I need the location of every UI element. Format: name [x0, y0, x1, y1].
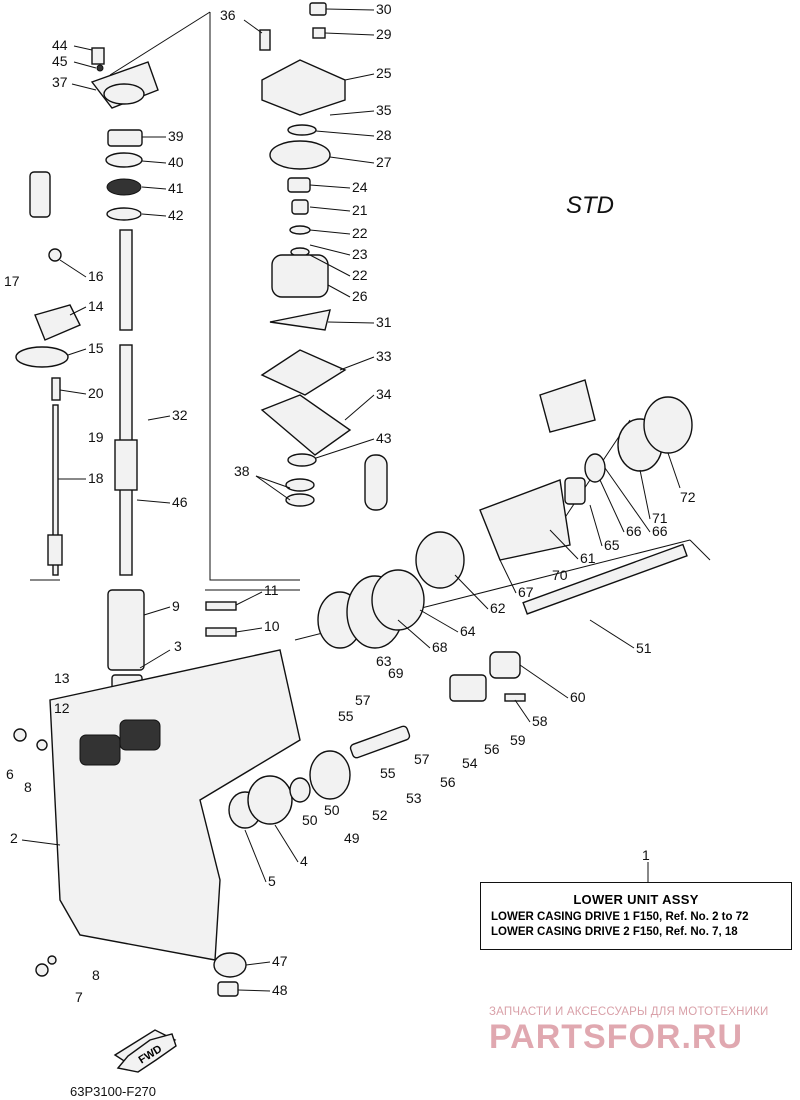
callout-8: 8 [24, 779, 32, 795]
callout-38: 38 [234, 463, 250, 479]
diagram-code: 63P3100-F270 [70, 1084, 157, 1099]
callout-65: 65 [604, 537, 620, 553]
callout-43: 43 [376, 430, 392, 446]
callout-11: 11 [264, 582, 279, 598]
callout-64: 64 [460, 623, 476, 639]
callout-36: 36 [220, 7, 236, 23]
callout-5: 5 [268, 873, 276, 889]
callout-30: 30 [376, 1, 392, 17]
callout-6: 6 [6, 766, 14, 782]
callout-16: 16 [88, 268, 104, 284]
callout-21: 21 [352, 202, 368, 218]
callout-66: 66 [626, 523, 642, 539]
callout-55: 55 [338, 708, 354, 724]
callout-7: 7 [75, 989, 83, 1005]
callout-34: 34 [376, 386, 392, 402]
legend-box: LOWER UNIT ASSY LOWER CASING DRIVE 1 F15… [480, 882, 792, 950]
callout-4: 4 [300, 853, 308, 869]
legend-line-1: LOWER CASING DRIVE 1 F150, Ref. No. 2 to… [491, 911, 749, 923]
callout-18: 18 [88, 470, 104, 486]
callout-57b: 57 [414, 751, 430, 767]
callout-62: 62 [490, 600, 506, 616]
callout-33: 33 [376, 348, 392, 364]
callout-40: 40 [168, 154, 184, 170]
callout-13: 13 [54, 670, 70, 686]
callout-42: 42 [168, 207, 184, 223]
callout-29: 29 [376, 26, 392, 42]
callout-70: 70 [552, 567, 568, 583]
callout-24: 24 [352, 179, 368, 195]
callout-49: 49 [344, 830, 360, 846]
callout-9: 9 [172, 598, 180, 614]
callout-2: 2 [10, 830, 18, 846]
drive-shaft-group [15, 47, 237, 704]
callout-69: 69 [388, 665, 404, 681]
callout-32: 32 [172, 407, 188, 423]
callout-41: 41 [168, 180, 184, 196]
watermark-caption: ЗАПЧАСТИ И АКСЕССУАРЫ ДЛЯ МОТОТЕХНИКИ [489, 1006, 769, 1018]
callout-15: 15 [88, 340, 104, 356]
callout-47: 47 [272, 953, 288, 969]
callout-25: 25 [376, 65, 392, 81]
legend-line-2: LOWER CASING DRIVE 2 F150, Ref. No. 7, 1… [491, 926, 738, 938]
callout-54: 54 [462, 755, 478, 771]
callout-1: 1 [642, 847, 650, 863]
callout-28: 28 [376, 127, 392, 143]
callout-48: 48 [272, 982, 288, 998]
callouts: 1 2 3 4 5 6 7 8 8 9 10 11 12 13 14 15 16… [4, 1, 696, 1005]
callout-19: 19 [88, 429, 104, 445]
watermark-brand: PARTSFOR.RU [489, 1018, 744, 1056]
callout-50: 50 [302, 812, 318, 828]
callout-22: 22 [352, 225, 368, 241]
water-pump-group [259, 2, 388, 511]
legend-title: LOWER UNIT ASSY [573, 892, 699, 907]
callout-23: 23 [352, 246, 368, 262]
callout-53: 53 [406, 790, 422, 806]
callout-52: 52 [372, 807, 388, 823]
callout-31: 31 [376, 314, 392, 330]
callout-71: 71 [652, 510, 668, 526]
callout-57: 57 [355, 692, 371, 708]
callout-22b: 22 [352, 267, 368, 283]
callout-61: 61 [580, 550, 596, 566]
callout-55b: 55 [380, 765, 396, 781]
lower-casing [49, 649, 301, 961]
callout-12: 12 [54, 700, 70, 716]
callout-58: 58 [532, 713, 548, 729]
callout-56b: 56 [484, 741, 500, 757]
callout-26: 26 [352, 288, 368, 304]
callout-60: 60 [570, 689, 586, 705]
callout-68: 68 [432, 639, 448, 655]
callout-14: 14 [88, 298, 104, 314]
callout-45: 45 [52, 53, 68, 69]
callout-56: 56 [440, 774, 456, 790]
callout-17: 17 [4, 273, 20, 289]
callout-67: 67 [518, 584, 534, 600]
callout-35: 35 [376, 102, 392, 118]
variant-label: STD [566, 192, 614, 219]
callout-46: 46 [172, 494, 188, 510]
callout-10: 10 [264, 618, 280, 634]
callout-39: 39 [168, 128, 184, 144]
callout-63: 63 [376, 653, 392, 669]
callout-8b: 8 [92, 967, 100, 983]
callout-27: 27 [376, 154, 392, 170]
callout-44: 44 [52, 37, 68, 53]
callout-51: 51 [636, 640, 652, 656]
callout-72: 72 [680, 489, 696, 505]
callout-50b: 50 [324, 802, 340, 818]
callout-59: 59 [510, 732, 526, 748]
callout-37: 37 [52, 74, 68, 90]
callout-3: 3 [174, 638, 182, 654]
callout-66b: 66 [652, 523, 668, 539]
callout-20: 20 [88, 385, 104, 401]
